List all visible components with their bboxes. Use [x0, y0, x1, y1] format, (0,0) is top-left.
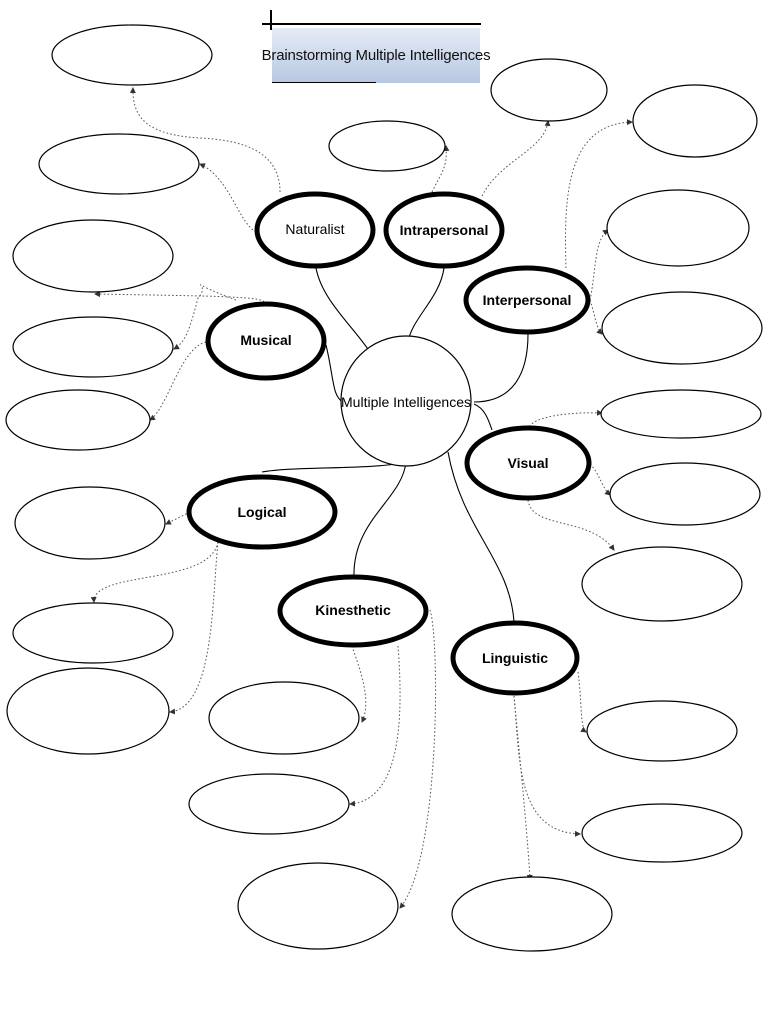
blank-bubble[interactable] [12, 219, 174, 293]
connector-visual [473, 403, 493, 431]
arrow-intrapersonal-2 [481, 120, 551, 197]
blank-bubble[interactable] [632, 84, 758, 158]
topic-kinesthetic: Kinesthetic [277, 574, 429, 648]
blank-bubble[interactable] [12, 316, 174, 378]
arrow-musical-1 [94, 291, 265, 303]
topic-intrapersonal-label: Intrapersonal [400, 222, 489, 238]
connector-naturalist [315, 267, 371, 353]
connector-linguistic [447, 451, 515, 623]
topic-naturalist-ellipse [254, 191, 376, 269]
center-connectors [261, 267, 529, 623]
topic-linguistic-label: Linguistic [482, 650, 548, 666]
blank-bubble[interactable] [237, 862, 399, 950]
topic-intrapersonal: Intrapersonal [383, 191, 505, 269]
topic-interpersonal-label: Interpersonal [483, 292, 572, 308]
topic-kinesthetic-ellipse [277, 574, 429, 648]
arrow-interpersonal-3 [589, 299, 603, 335]
center-label: Multiple Intelligences [341, 394, 471, 410]
blank-bubble[interactable] [328, 120, 446, 172]
title-rule-left [270, 10, 272, 30]
diagram-title-text: Brainstorming Multiple Intelligences [261, 47, 491, 64]
arrow-naturalist-2 [199, 163, 257, 233]
arrow-linguistic-3 [513, 695, 533, 881]
diagram-title: Brainstorming Multiple Intelligences [262, 28, 491, 83]
topic-visual-ellipse [464, 425, 592, 501]
blank-bubble[interactable] [6, 667, 170, 755]
topic-linguistic-ellipse [450, 620, 580, 696]
topic-interpersonal-ellipse [463, 265, 591, 335]
blank-bubble[interactable] [581, 803, 743, 863]
arrow-linguistic-1 [577, 671, 587, 733]
blank-bubble[interactable] [51, 24, 213, 86]
blank-bubbles [5, 24, 763, 952]
topic-kinesthetic-label: Kinesthetic [315, 602, 391, 618]
blank-bubble[interactable] [5, 389, 151, 451]
topic-musical-label: Musical [240, 332, 291, 348]
connector-interpersonal [473, 333, 529, 403]
blank-bubble[interactable] [208, 681, 360, 755]
blank-bubble[interactable] [38, 133, 200, 195]
topic-logical: Logical [186, 474, 338, 550]
topic-musical-ellipse [205, 301, 327, 381]
topic-logical-ellipse [186, 474, 338, 550]
blank-bubble[interactable] [490, 58, 608, 122]
connector-musical [325, 344, 344, 403]
arrow-visual-3 [527, 499, 615, 551]
blank-bubble[interactable] [188, 773, 350, 835]
arrow-interpersonal-2 [589, 229, 609, 301]
blank-bubble[interactable] [451, 876, 613, 952]
dotted-connectors [90, 87, 633, 909]
topic-logical-label: Logical [237, 504, 286, 520]
arrow-visual-2 [589, 463, 611, 496]
topic-visual-label: Visual [508, 455, 549, 471]
topic-interpersonal: Interpersonal [463, 265, 591, 335]
topic-linguistic: Linguistic [450, 620, 580, 696]
arrow-logical-3 [169, 541, 219, 715]
connector-kinesthetic [353, 461, 407, 579]
blank-bubble[interactable] [600, 389, 762, 439]
blank-bubble[interactable] [601, 291, 763, 365]
arrow-musical-3 [149, 341, 207, 421]
topic-naturalist: Naturalist [254, 191, 376, 269]
topic-musical: Musical [205, 301, 327, 381]
blank-bubble[interactable] [606, 189, 750, 267]
blank-bubble[interactable] [581, 546, 743, 622]
topic-visual: Visual [464, 425, 592, 501]
arrow-musical-2 [173, 284, 237, 350]
center-circle [340, 335, 472, 467]
blank-bubble[interactable] [586, 700, 738, 762]
arrow-kinesthetic-1 [351, 645, 367, 723]
arrow-logical-2 [90, 541, 219, 603]
connector-intrapersonal [407, 267, 445, 343]
title-rule-top [262, 23, 481, 25]
topic-intrapersonal-ellipse [383, 191, 505, 269]
arrow-kinesthetic-3 [399, 609, 437, 909]
blank-bubble[interactable] [609, 462, 761, 526]
arrow-intrapersonal-1 [431, 145, 450, 193]
blank-bubble[interactable] [12, 602, 174, 664]
arrow-naturalist-1 [129, 87, 281, 193]
arrow-logical-1 [165, 511, 191, 525]
title-rule-bottom [272, 82, 376, 84]
blank-bubble[interactable] [14, 486, 166, 560]
topic-naturalist-label: Naturalist [285, 221, 344, 237]
center-node: Multiple Intelligences [340, 335, 472, 467]
arrow-linguistic-2 [513, 695, 581, 837]
